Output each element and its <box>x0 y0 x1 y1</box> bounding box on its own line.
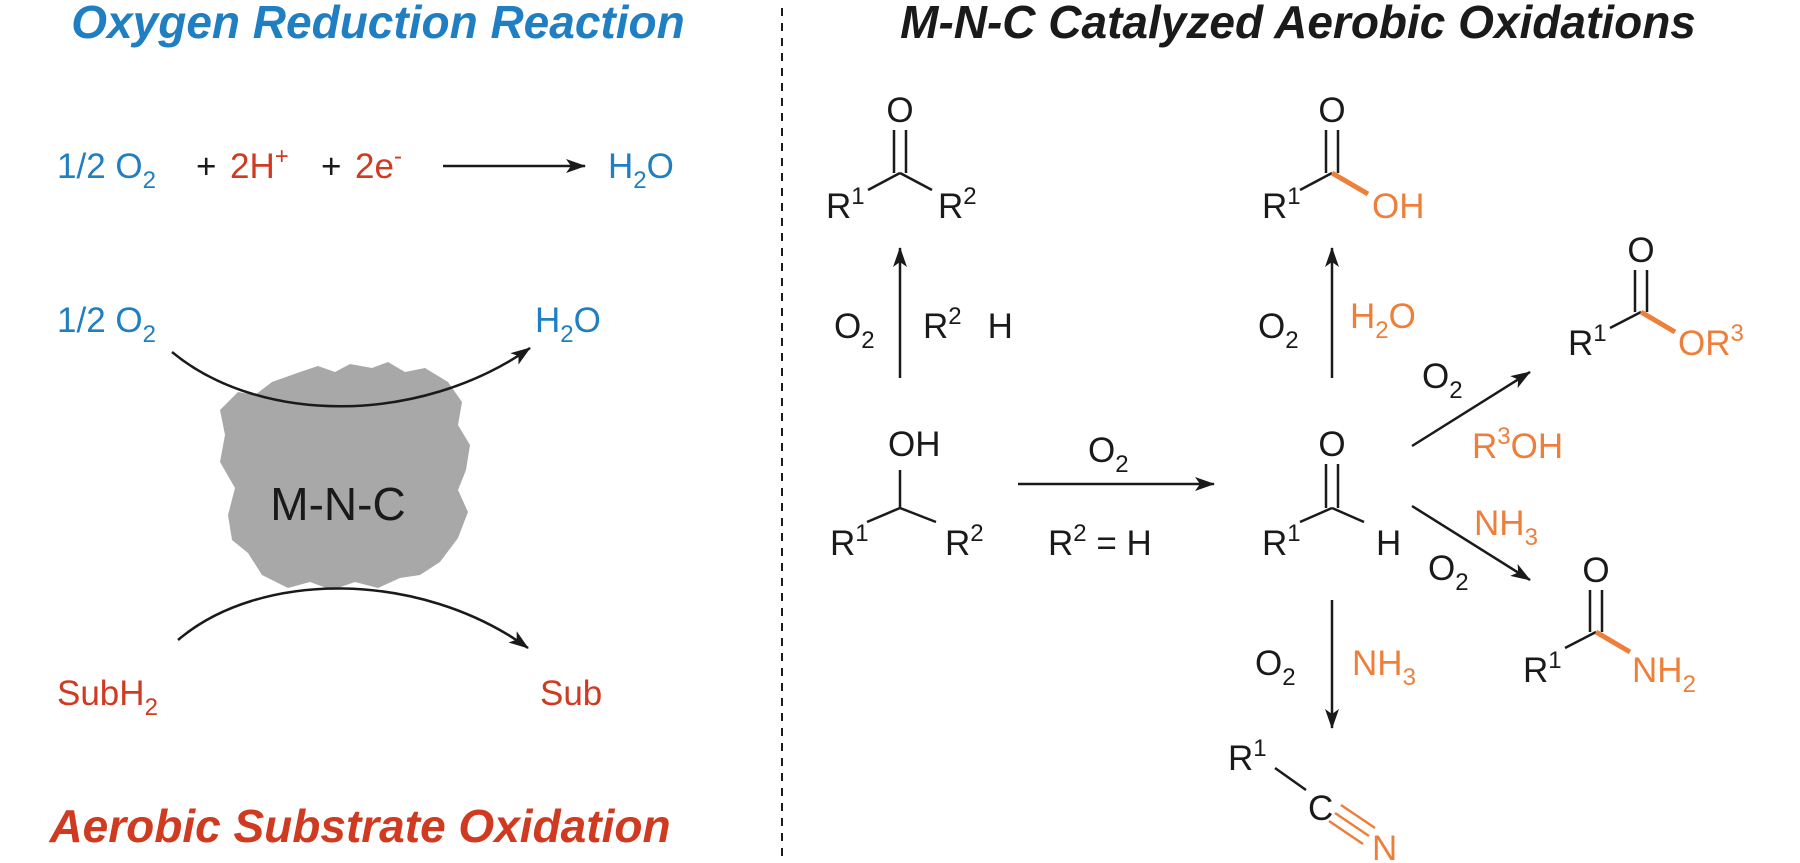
svg-text:+: + <box>196 147 216 186</box>
substrate-label: SubH2 <box>57 674 158 721</box>
nitrile-structure: R1 C N <box>1228 735 1397 863</box>
nitrile-arrow-o2: O2 <box>1255 644 1296 691</box>
ester-structure: O R1 OR3 <box>1568 231 1744 363</box>
aldehyde-arrow-o2: O2 <box>1088 431 1129 478</box>
svg-text:O: O <box>1582 551 1609 590</box>
svg-text:O: O <box>1627 231 1654 270</box>
amide-structure: O R1 NH2 <box>1523 551 1696 698</box>
acid-structure: O R1 OH <box>1262 91 1425 226</box>
nitrile-arrow-reagent: NH3 <box>1352 644 1416 691</box>
aldehyde-arrow-condition: R2 = H <box>1048 520 1152 563</box>
orr-equation: 1/2 O2 + 2H+ + 2e- H2O <box>57 143 674 194</box>
acid-arrow-o2: O2 <box>1258 307 1299 354</box>
catalyst-particle <box>220 362 470 590</box>
title-oxygen-reduction: Oxygen Reduction Reaction <box>71 0 684 48</box>
cycle-o2-label: 1/2 O2 <box>57 301 156 348</box>
svg-text:N: N <box>1372 829 1397 863</box>
aldehyde-structure: O R1 H <box>1262 425 1401 563</box>
svg-text:R1: R1 <box>1523 647 1562 690</box>
svg-text:R2: R2 <box>945 520 984 563</box>
svg-text:OH: OH <box>1372 187 1425 226</box>
svg-text:H2O: H2O <box>608 147 674 194</box>
svg-text:OH: OH <box>888 425 941 464</box>
acid-arrow-reagent: H2O <box>1350 297 1416 344</box>
svg-text:+: + <box>321 147 341 186</box>
arrow-to-ester <box>1411 370 1531 448</box>
svg-text:R1: R1 <box>1262 183 1301 226</box>
product-label: Sub <box>540 674 602 713</box>
svg-text:H: H <box>1376 524 1401 563</box>
alcohol-structure: OH R1 R2 <box>830 425 984 563</box>
ester-arrow-o2: O2 <box>1422 357 1463 404</box>
arrow-to-amide <box>1411 504 1531 582</box>
amide-arrow-o2: O2 <box>1428 549 1469 596</box>
svg-text:NH2: NH2 <box>1632 651 1696 698</box>
svg-text:OR3: OR3 <box>1678 320 1744 363</box>
svg-text:2H+: 2H+ <box>230 143 289 186</box>
svg-text:R1: R1 <box>830 520 869 563</box>
catalyst-label: M-N-C <box>270 478 405 530</box>
ester-arrow-reagent: R3OH <box>1472 423 1563 466</box>
svg-text:R2: R2 <box>938 183 977 226</box>
svg-text:O: O <box>1318 425 1345 464</box>
svg-text:R1: R1 <box>1228 735 1267 778</box>
svg-text:O: O <box>1318 91 1345 130</box>
upper-curved-arrow <box>171 346 531 408</box>
svg-text:R1: R1 <box>1568 320 1607 363</box>
svg-text:2e-: 2e- <box>355 143 402 186</box>
ketone-arrow-o2: O2 <box>834 307 875 354</box>
ketone-structure: O R1 R2 <box>826 91 977 226</box>
cycle-water-label: H2O <box>535 301 601 348</box>
svg-text:R1: R1 <box>826 183 865 226</box>
title-substrate-oxidation: Aerobic Substrate Oxidation <box>48 800 670 852</box>
amide-arrow-reagent: NH3 <box>1474 504 1538 551</box>
svg-text:1/2 O2: 1/2 O2 <box>57 147 156 194</box>
lower-curved-arrow <box>177 587 529 650</box>
svg-text:R1: R1 <box>1262 520 1301 563</box>
svg-text:O: O <box>886 91 913 130</box>
title-mnc-oxidations: M-N-C Catalyzed Aerobic Oxidations <box>900 0 1696 48</box>
